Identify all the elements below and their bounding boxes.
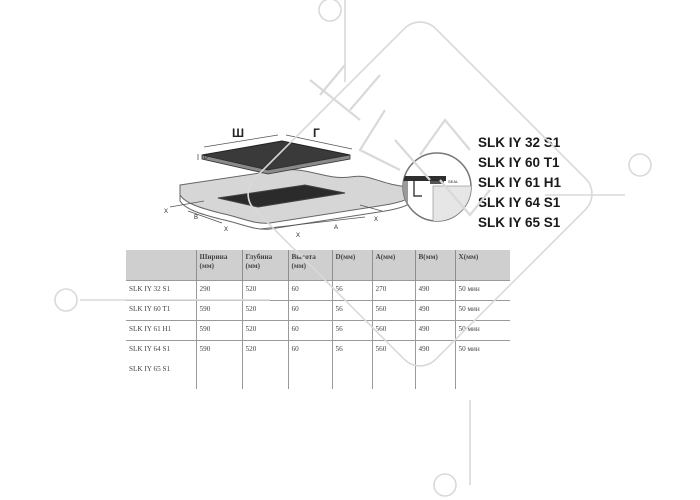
cell-d: 56	[331, 340, 372, 389]
table-row: SLK IY 60 T1 590 520 60 56 560 490 50 ми…	[126, 300, 510, 321]
header-a: A(мм)	[371, 250, 415, 281]
header-x: X(мм)	[454, 250, 510, 281]
cell-x: 50 мин	[454, 280, 510, 301]
cell-width: 590	[195, 340, 242, 389]
x-dim-line-left	[169, 200, 205, 208]
cell-d: 56	[331, 300, 372, 321]
cell-depth: 520	[241, 280, 288, 301]
model-name: SLK IY 64 S1	[478, 195, 561, 210]
cell-model: SLK IY 32 S1	[126, 280, 196, 301]
model-name: SLK IY 60 T1	[478, 155, 560, 170]
dim-label-x-left: Х	[164, 209, 168, 215]
cell-width: 590	[195, 320, 242, 341]
cell-height: 60	[287, 300, 332, 321]
dim-label-x-bottom: Х	[224, 227, 228, 233]
header-b: B(мм)	[414, 250, 455, 281]
header-model	[126, 250, 196, 281]
cell-depth: 520	[241, 340, 288, 389]
table-row: SLK IY 64 S1 SLK IY 65 S1 590 520 60 56 …	[126, 340, 510, 389]
seal-detail: SEAL	[402, 152, 472, 222]
hob-body	[403, 181, 408, 221]
dim-label-x-mid: Х	[296, 233, 300, 239]
cell-height: 60	[287, 340, 332, 389]
model-name: SLK IY 65 S1	[478, 215, 561, 230]
cell-a: 560	[371, 300, 415, 321]
table-row: SLK IY 32 S1 290 520 60 56 270 490 50 ми…	[126, 280, 510, 301]
cell-d: 56	[331, 320, 372, 341]
cell-d: 56	[331, 280, 372, 301]
cell-a: 270	[371, 280, 415, 301]
table-header-row: Ширина (мм) Глубина (мм) Высота (мм) D(м…	[126, 250, 510, 281]
header-height: Высота (мм)	[287, 250, 332, 281]
dim-label-a: А	[334, 225, 338, 231]
dim-label-b: В	[194, 215, 198, 221]
cell-b: 490	[414, 340, 455, 389]
table-row: SLK IY 61 H1 590 520 60 56 560 490 50 ми…	[126, 320, 510, 341]
cell-x: 50 мин	[454, 340, 510, 389]
glass-panel	[403, 176, 446, 181]
cell-height: 60	[287, 280, 332, 301]
model-name: SLK IY 32 S1	[478, 135, 561, 150]
cell-width: 590	[195, 300, 242, 321]
cell-height: 60	[287, 320, 332, 341]
b-dim-line	[187, 210, 223, 224]
cell-a: 560	[371, 320, 415, 341]
dim-label-x-right: Х	[374, 217, 378, 223]
cell-model: SLK IY 64 S1 SLK IY 65 S1	[126, 340, 196, 389]
model-list: SLK IY 32 S1 SLK IY 60 T1 SLK IY 61 H1 S…	[478, 133, 561, 233]
cell-b: 490	[414, 320, 455, 341]
cell-a: 560	[371, 340, 415, 389]
cell-width: 290	[195, 280, 242, 301]
cell-model: SLK IY 60 T1	[126, 300, 196, 321]
cell-x: 50 мин	[454, 320, 510, 341]
cell-b: 490	[414, 280, 455, 301]
header-depth: Глубина (мм)	[241, 250, 288, 281]
header-d: D(мм)	[331, 250, 372, 281]
cell-x: 50 мин	[454, 300, 510, 321]
cell-depth: 520	[241, 300, 288, 321]
seal-label: SEAL	[448, 179, 459, 184]
width-label: Ш	[232, 126, 244, 140]
watermark-dot	[433, 473, 457, 497]
dim-label-d: D	[204, 155, 208, 161]
model-name: SLK IY 61 H1	[478, 175, 562, 190]
cell-model: SLK IY 61 H1	[126, 320, 196, 341]
cell-b: 490	[414, 300, 455, 321]
depth-label: Г	[313, 126, 320, 140]
watermark-dot	[628, 153, 652, 177]
cell-model-line: SLK IY 65 S1	[129, 365, 171, 373]
seal-strip	[430, 181, 444, 184]
spec-table: Ширина (мм) Глубина (мм) Высота (мм) D(м…	[126, 250, 510, 389]
watermark-dot	[54, 288, 78, 312]
counter-block	[432, 185, 471, 221]
header-width: Ширина (мм)	[195, 250, 242, 281]
cell-model-line: SLK IY 64 S1	[129, 345, 171, 353]
cell-depth: 520	[241, 320, 288, 341]
hob-top	[201, 140, 351, 171]
watermark-dot	[318, 0, 342, 22]
